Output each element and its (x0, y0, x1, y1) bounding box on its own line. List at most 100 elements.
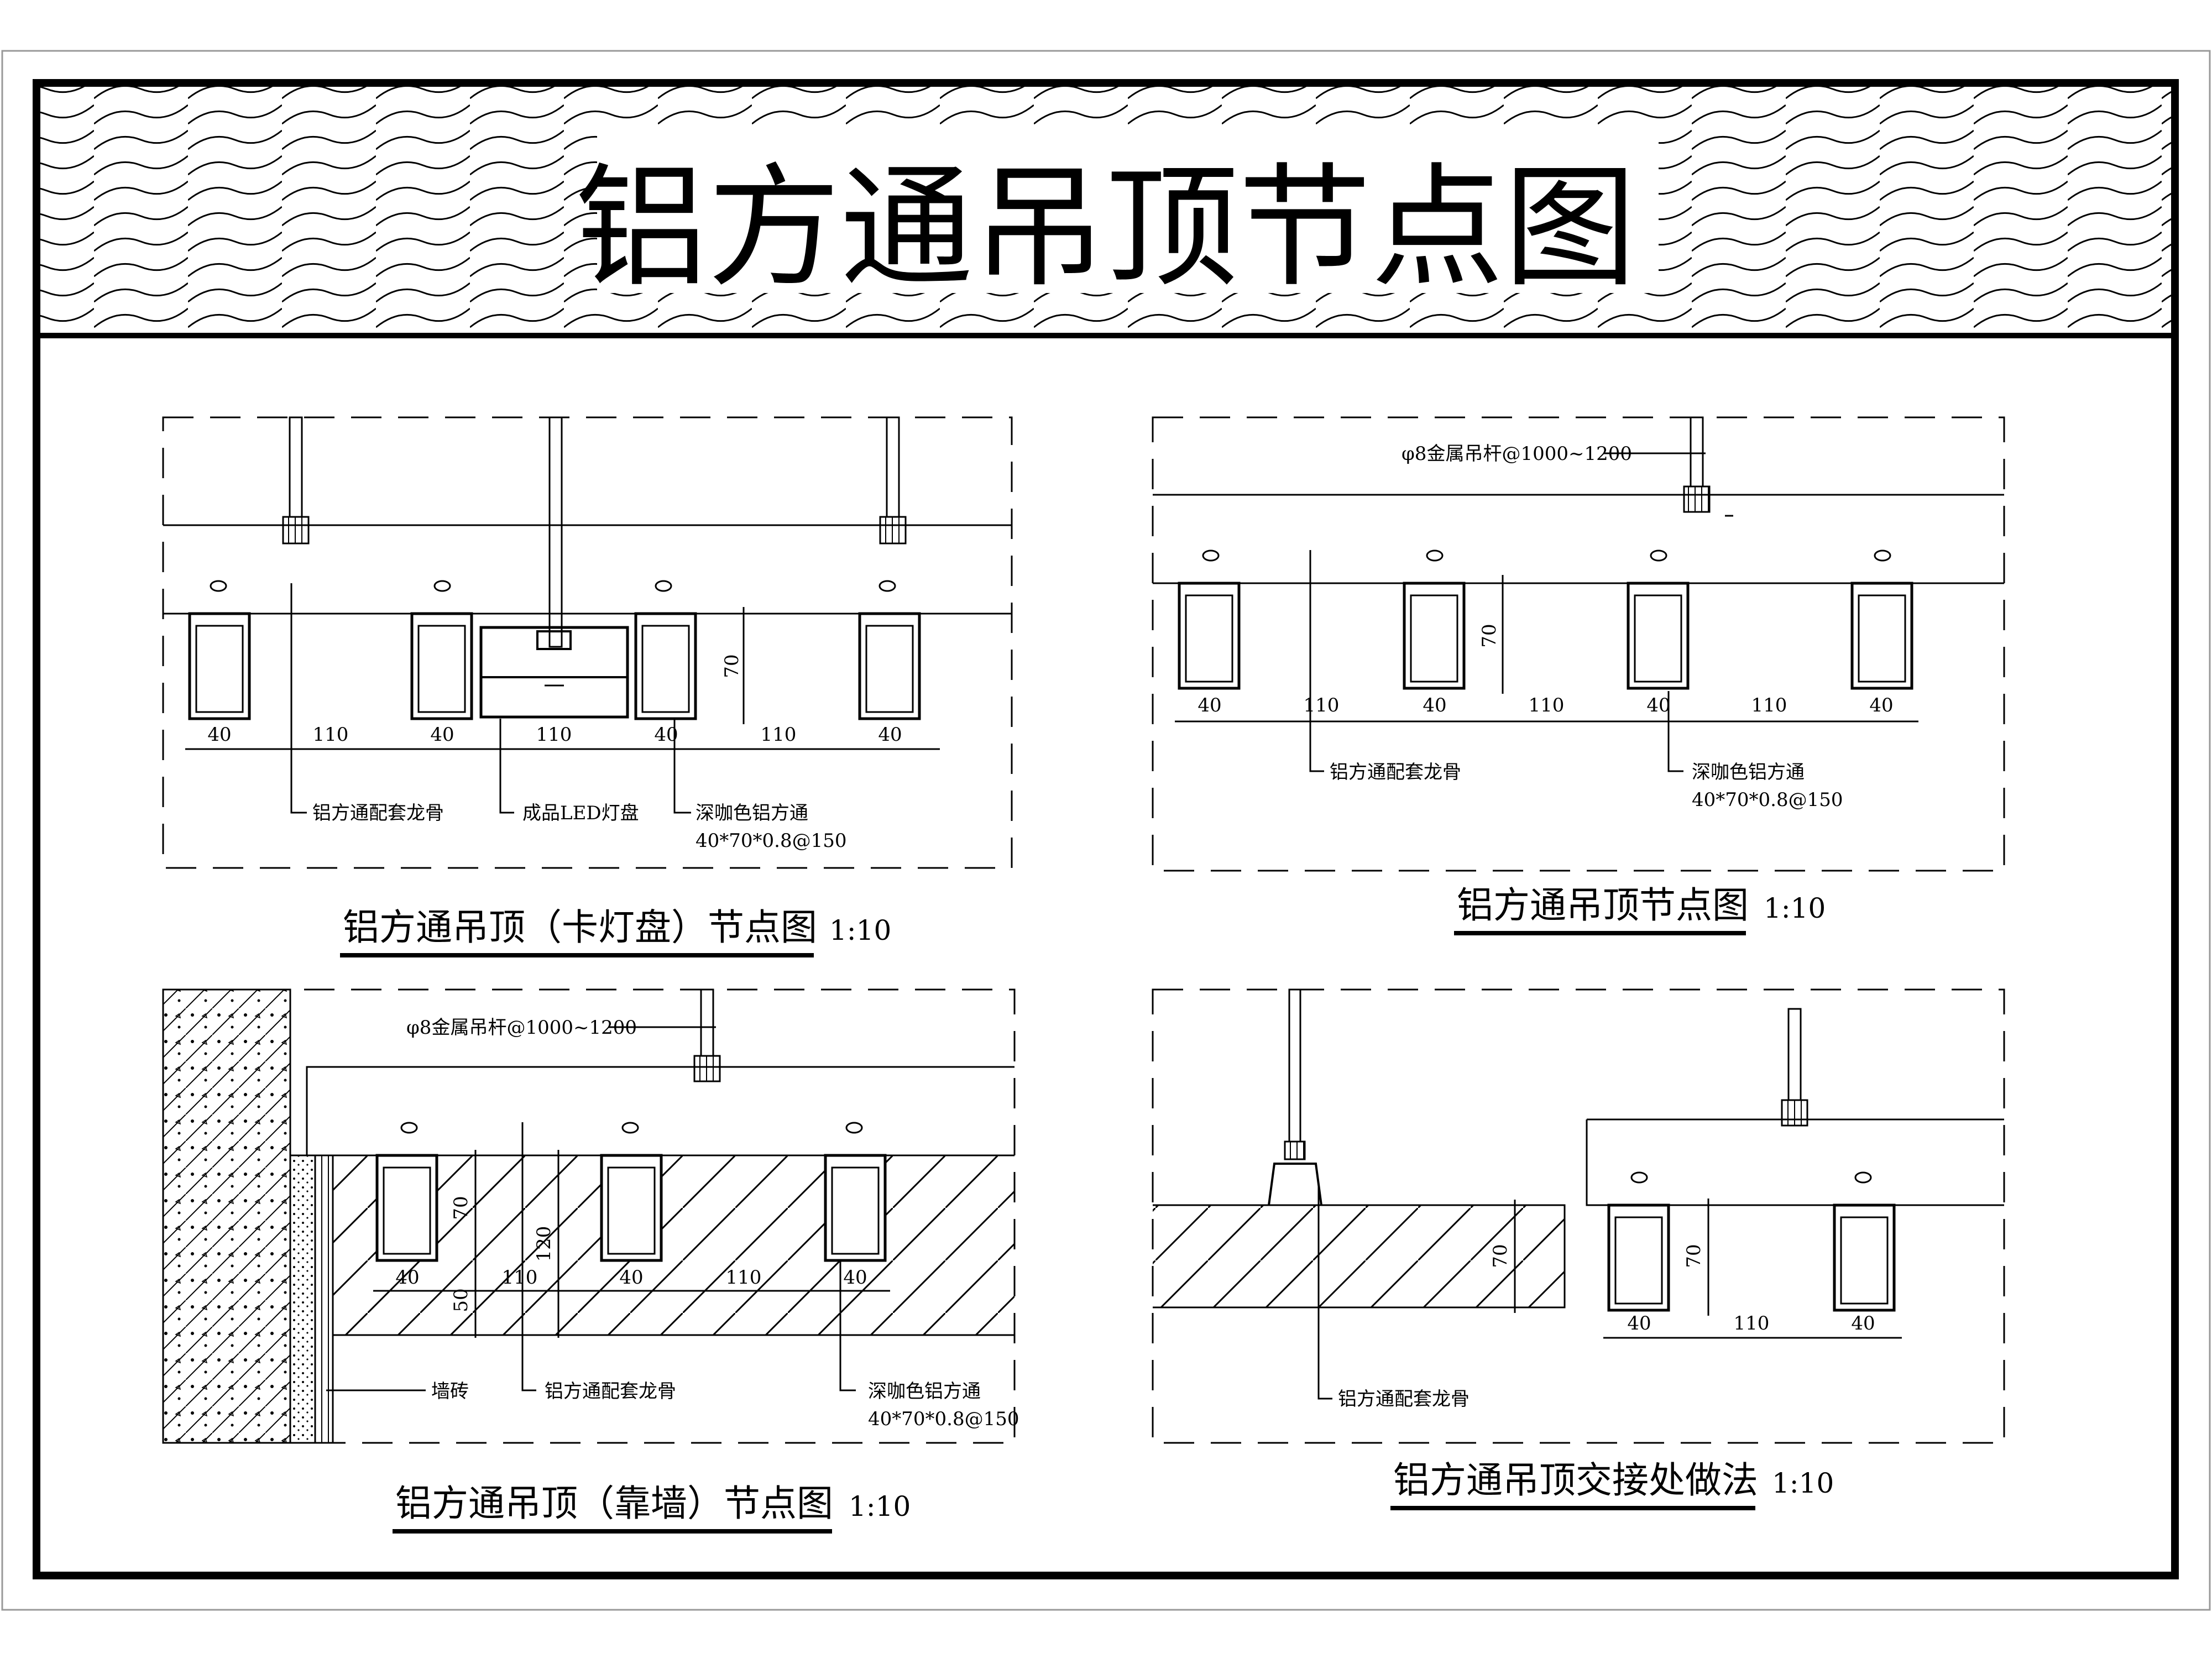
dim-height: 70 (450, 1196, 472, 1220)
detail-standard: φ8金属吊杆@1000~1200 70 40 110 40 110 40 110… (1152, 416, 2005, 935)
dim-tube-width: 40 (878, 724, 902, 746)
dim-tube-width: 40 (1423, 694, 1446, 716)
detail-scale: 1:10 (829, 914, 891, 946)
label-tube-line2: 40*70*0.8@150 (696, 830, 847, 852)
fixing-hole (1426, 549, 1444, 562)
fixing-hole (433, 580, 451, 592)
dim-tube-width: 40 (207, 724, 231, 746)
hanger-rod (1683, 416, 1711, 513)
detail-scale: 1:10 (1764, 892, 1826, 924)
label-keel: 铝方通配套龙骨 (545, 1380, 676, 1402)
dim-gap: 110 (313, 724, 349, 746)
aluminum-tube (824, 1154, 887, 1262)
lamp-hanger-rod (548, 416, 563, 648)
fixing-hole (1630, 1171, 1648, 1184)
detail-wall: φ8金属吊杆@1000~1200 70 50 120 40 110 40 110… (162, 988, 1019, 1534)
dim-lower: 50 (450, 1288, 472, 1312)
dim-gap: 110 (1304, 694, 1340, 716)
leader-tube (839, 1260, 856, 1391)
wall-keel-outline (306, 1066, 1015, 1156)
label-keel: 铝方通配套龙骨 (1338, 1388, 1470, 1410)
dim-gap: 110 (1529, 694, 1565, 716)
label-keel: 铝方通配套龙骨 (1330, 761, 1461, 783)
hanger-rod (693, 988, 721, 1082)
crossing-tube-hatch (1153, 1205, 1565, 1307)
wall-mortar (289, 1154, 316, 1444)
leader-keel (521, 1122, 536, 1391)
detail-title: 铝方通吊顶节点图 (1457, 884, 1749, 927)
leader-tube (1667, 691, 1683, 772)
dim-height: 70 (721, 654, 743, 678)
dim-total: 120 (533, 1226, 555, 1262)
hanger-rod (879, 416, 907, 545)
dim-height: 70 (1489, 1244, 1512, 1268)
aluminum-tube (1178, 582, 1241, 690)
fixing-hole (210, 580, 227, 592)
crossing-tube (1153, 1204, 1566, 1309)
leader-keel (1317, 1183, 1332, 1400)
fixing-hole (1202, 549, 1220, 562)
banner-title-backdrop (597, 127, 1659, 293)
label-tube-line1: 深咖色铝方通 (1692, 761, 1805, 783)
dim-tube-width: 40 (1851, 1312, 1875, 1334)
dim-gap: 110 (502, 1267, 538, 1289)
label-rod: φ8金属吊杆@1000~1200 (406, 1017, 637, 1039)
label-lamp: 成品LED灯盘 (522, 802, 639, 824)
main-title: 铝方通吊顶节点图 (575, 150, 1636, 305)
detail-title: 铝方通吊顶（卡灯盘）节点图 (343, 906, 817, 949)
hanger-rod (282, 416, 310, 545)
dim-lamp-width: 110 (536, 724, 572, 746)
detail-frame (1152, 416, 2005, 872)
fixing-hole (655, 580, 672, 592)
fixing-hole (400, 1122, 418, 1134)
main-frame (33, 79, 2179, 1579)
aluminum-tube (375, 1154, 438, 1262)
fixing-hole (1650, 549, 1667, 562)
dim-gap: 110 (726, 1267, 762, 1289)
dim-gap: 110 (1751, 694, 1787, 716)
detail-junction: 70 70 40 110 40 铝方通配套龙骨 铝方通吊顶交接处做法 1:10 (1152, 988, 2005, 1510)
aluminum-tube (1607, 1203, 1670, 1312)
dim-gap: 110 (761, 724, 797, 746)
detail-title: 铝方通吊顶交接处做法 (1393, 1459, 1758, 1501)
aluminum-tube (410, 612, 473, 720)
detail-frame (1152, 988, 2005, 1444)
detail-lamp-panel: 70 40 110 40 110 40 110 40 铝方通配套龙骨 成品LED… (162, 416, 1013, 957)
aluminum-tube (188, 612, 251, 720)
led-lamp-panel (479, 626, 629, 719)
label-rod: φ8金属吊杆@1000~1200 (1402, 443, 1632, 465)
aluminum-tube (600, 1154, 663, 1262)
detail-scale: 1:10 (849, 1490, 911, 1522)
label-tube-line1: 深咖色铝方通 (868, 1380, 981, 1402)
label-keel: 铝方通配套龙骨 (312, 802, 444, 824)
leader-tube (673, 719, 691, 814)
dim-height: 70 (1478, 624, 1500, 647)
detail-title: 铝方通吊顶（靠墙）节点图 (395, 1482, 833, 1525)
title-banner: 铝方通吊顶节点图 (36, 87, 2175, 338)
hanger-clip (1268, 988, 1322, 1206)
dim-height: 70 (1683, 1244, 1705, 1268)
aluminum-tube (634, 612, 697, 720)
detail-scale: 1:10 (1772, 1467, 1834, 1499)
wall-tile (314, 1154, 334, 1444)
aluminum-tube (858, 612, 921, 720)
aluminum-tube (1833, 1203, 1896, 1312)
fixing-hole (1854, 1171, 1872, 1184)
dim-tube-width: 40 (619, 1267, 643, 1289)
aluminum-tube (1850, 582, 1913, 690)
sheet-outer-border (1, 50, 2211, 1611)
dim-tube-width: 40 (843, 1267, 867, 1289)
leader-lamp (499, 719, 514, 814)
fixing-hole (845, 1122, 863, 1134)
fixing-hole (1874, 549, 1891, 562)
label-tube-line1: 深咖色铝方通 (696, 802, 808, 824)
fixing-hole (878, 580, 896, 592)
detail-frame (162, 988, 1016, 1444)
dim-tube-width: 40 (395, 1267, 419, 1289)
label-tube-line2: 40*70*0.8@150 (868, 1408, 1019, 1430)
dim-tube-width: 40 (430, 724, 454, 746)
dim-tube-width: 40 (1197, 694, 1221, 716)
dim-gap: 110 (1734, 1312, 1770, 1334)
dim-tube-width: 40 (1646, 694, 1670, 716)
